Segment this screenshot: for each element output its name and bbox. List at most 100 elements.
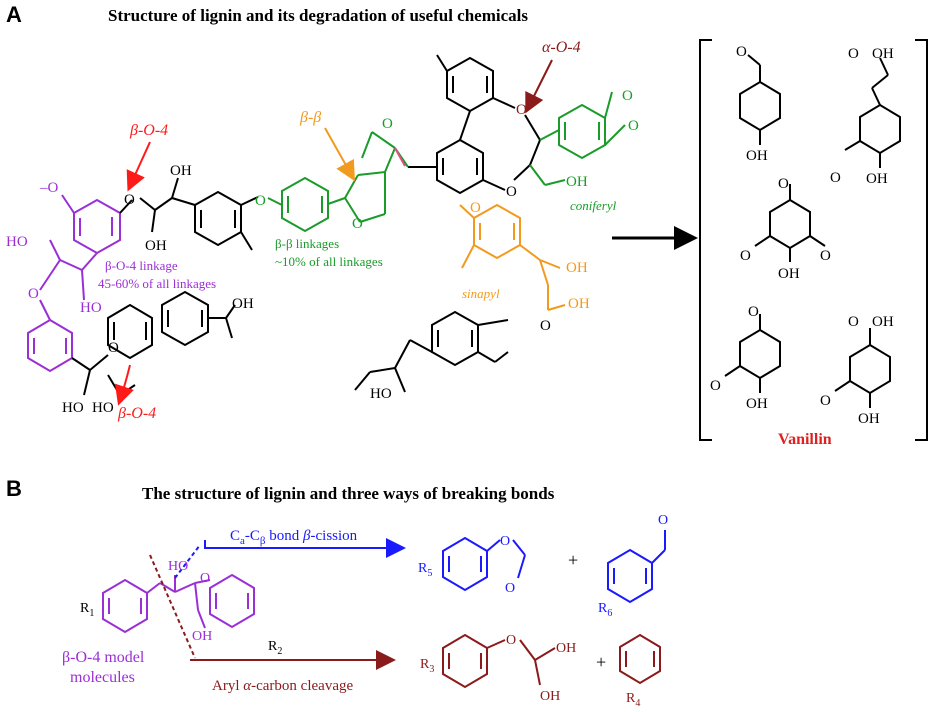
svg-text:O: O <box>28 286 39 302</box>
svg-text:O: O <box>820 393 831 409</box>
svg-text:O: O <box>848 314 859 330</box>
purple-unit <box>27 194 121 373</box>
svg-text:O: O <box>658 513 668 528</box>
red-pink-bond <box>394 147 406 167</box>
bb-percent-text: ~10% of all linkages <box>275 254 383 269</box>
ao4-arrow <box>525 59 553 114</box>
svg-text:O: O <box>470 200 481 216</box>
panel-b-letter: B <box>6 476 22 501</box>
svg-text:OH: OH <box>566 260 588 276</box>
svg-text:O: O <box>505 581 515 596</box>
bo4-percent-text: 45-60% of all linkages <box>98 276 216 291</box>
pathway-bottom-label: Aryl α-carbon cleavage <box>212 678 353 694</box>
svg-text:O: O <box>628 118 639 134</box>
coniferyl-label: coniferyl <box>570 198 617 213</box>
blue-product-labels: R5 O O R6 O <box>418 513 668 619</box>
atom-labels-a: –O O HO HO O OH OH O O O O O OH O OH OH … <box>6 88 639 416</box>
black-units <box>71 54 541 396</box>
svg-text:–O: –O <box>39 180 59 196</box>
bb-linkage-text: β-β linkages <box>275 236 339 251</box>
svg-text:O: O <box>540 318 551 334</box>
svg-text:O: O <box>506 184 517 200</box>
svg-text:O: O <box>740 248 751 264</box>
svg-text:OH: OH <box>145 238 167 254</box>
bb-label: β-β <box>299 109 321 126</box>
panel-a-title: Structure of lignin and its degradation … <box>108 6 528 25</box>
svg-text:O: O <box>848 46 859 62</box>
svg-text:O: O <box>710 378 721 394</box>
panel-b-title: The structure of lignin and three ways o… <box>142 484 555 503</box>
cleavage-dashed-red <box>149 554 196 659</box>
red-products <box>442 633 661 689</box>
svg-text:HO: HO <box>62 400 84 416</box>
svg-text:OH: OH <box>872 46 894 62</box>
svg-text:O: O <box>622 88 633 104</box>
svg-text:R3: R3 <box>420 657 434 675</box>
svg-text:O: O <box>352 216 363 232</box>
svg-text:OH: OH <box>872 314 894 330</box>
svg-text:R4: R4 <box>626 691 640 709</box>
svg-text:R2: R2 <box>268 639 282 657</box>
svg-text:O: O <box>382 116 393 132</box>
svg-text:R5: R5 <box>418 561 432 579</box>
svg-text:O: O <box>124 192 135 208</box>
right-bracket <box>915 39 928 441</box>
svg-text:O: O <box>748 304 759 320</box>
orange-unit <box>459 203 566 311</box>
svg-text:R6: R6 <box>598 601 612 619</box>
svg-text:O: O <box>255 193 266 209</box>
model-label-line2: molecules <box>70 669 135 686</box>
plus-top: + <box>568 550 578 570</box>
plus-bottom: + <box>596 652 606 672</box>
svg-text:OH: OH <box>746 148 768 164</box>
sinapyl-label: sinapyl <box>462 286 500 301</box>
svg-text:OH: OH <box>192 629 212 644</box>
svg-text:O: O <box>830 170 841 186</box>
bo4-top-label: β-O-4 <box>129 122 168 139</box>
svg-text:OH: OH <box>566 174 588 190</box>
svg-text:HO: HO <box>92 400 114 416</box>
svg-text:OH: OH <box>858 411 880 427</box>
pathway-top-label: Ca-Cβ bond β-cission <box>230 528 358 547</box>
svg-text:O: O <box>516 102 527 118</box>
vanillin-label: Vanillin <box>778 431 832 448</box>
svg-text:OH: OH <box>170 163 192 179</box>
svg-text:O: O <box>108 340 119 356</box>
svg-text:HO: HO <box>6 234 28 250</box>
model-atom-labels: HO O OH R1 R2 <box>80 559 282 657</box>
svg-text:O: O <box>736 44 747 60</box>
svg-text:HO: HO <box>168 559 188 574</box>
svg-text:R1: R1 <box>80 601 94 619</box>
model-label-line1: β-O-4 model <box>62 649 145 666</box>
svg-text:OH: OH <box>866 171 888 187</box>
product-atom-labels: O OH O OH O OH O O O OH O O OH O OH O OH <box>710 44 894 427</box>
svg-text:OH: OH <box>232 296 254 312</box>
arrow-beta-cission <box>204 538 406 558</box>
svg-text:OH: OH <box>540 689 560 704</box>
ao4-label: α-O-4 <box>542 39 581 56</box>
svg-text:OH: OH <box>778 266 800 282</box>
panel-a-letter: A <box>6 2 22 27</box>
svg-text:OH: OH <box>746 396 768 412</box>
svg-text:O: O <box>820 248 831 264</box>
bo4-bottom-label: β-O-4 <box>117 405 156 422</box>
blue-products <box>442 530 666 604</box>
svg-text:OH: OH <box>556 641 576 656</box>
red-product-labels: R3 O OH OH R4 <box>420 633 640 709</box>
green-units <box>267 91 626 233</box>
svg-text:O: O <box>506 633 516 648</box>
bo4-linkage-text: β-O-4 linkage <box>105 258 178 273</box>
bb-arrow <box>324 127 355 182</box>
svg-text:HO: HO <box>370 386 392 402</box>
svg-text:OH: OH <box>568 296 590 312</box>
model-molecule <box>102 573 255 634</box>
svg-text:HO: HO <box>80 300 102 316</box>
bo4-bottom-arrow <box>114 364 134 406</box>
svg-text:O: O <box>778 176 789 192</box>
left-bracket <box>699 39 712 441</box>
svg-text:O: O <box>500 534 510 549</box>
bo4-top-arrow <box>126 141 151 192</box>
svg-text:O: O <box>200 571 210 586</box>
